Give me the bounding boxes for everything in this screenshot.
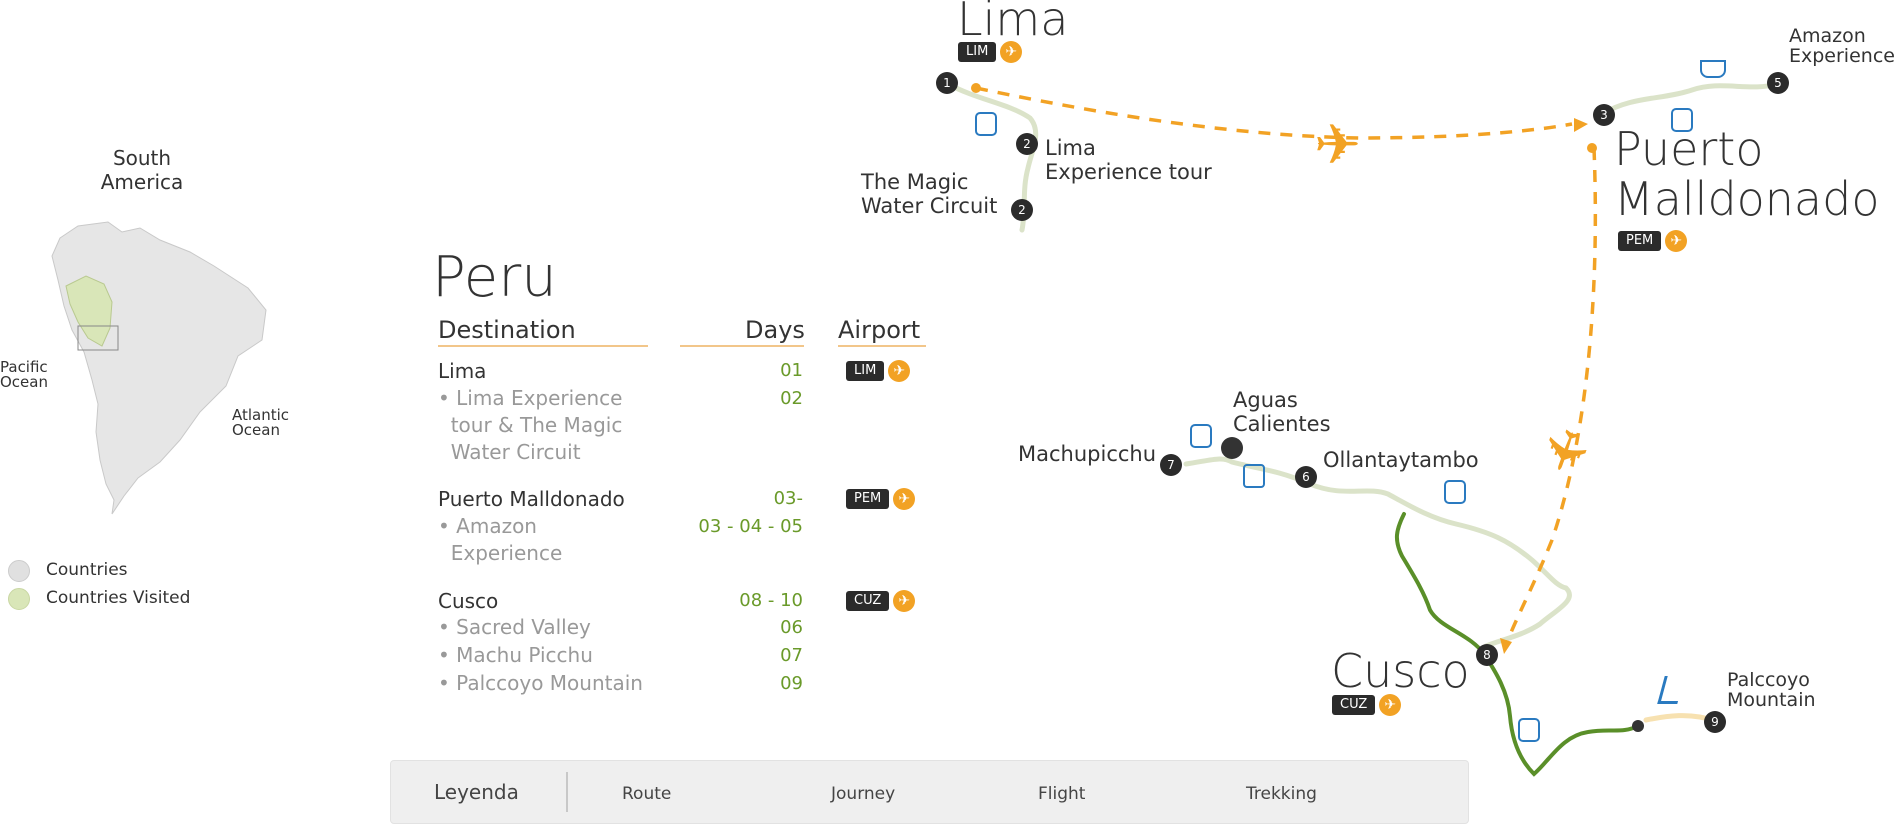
countries-label: Countries xyxy=(46,560,128,580)
pacific-ocean-label: Pacific Ocean xyxy=(0,358,48,391)
countries-swatch xyxy=(8,560,30,582)
airport-badge: LIM ✈ xyxy=(846,360,911,382)
stop-marker: 5 xyxy=(1767,72,1789,94)
train-icon xyxy=(1243,464,1265,488)
airport-code: CUZ xyxy=(1332,695,1376,715)
atlantic-ocean-label: Atlantic Ocean xyxy=(232,406,290,439)
route-line xyxy=(1395,512,1640,777)
stop-label: Machupicchu xyxy=(1018,442,1157,466)
city-badge-puerto: PEM ✈ xyxy=(1618,230,1688,252)
stop-marker: 3 xyxy=(1593,104,1615,126)
destination-name: Lima xyxy=(438,359,487,383)
bus-icon xyxy=(975,112,997,136)
legend-title: Leyenda xyxy=(434,780,519,804)
airport-badge: CUZ ✈ xyxy=(846,590,916,612)
destination-days: 03- xyxy=(773,488,803,509)
continent-title: South America xyxy=(100,146,184,194)
destination-days: 08 - 10 xyxy=(739,590,803,611)
bus-icon xyxy=(1671,108,1693,132)
legend-divider xyxy=(566,772,568,812)
flight-origin-dot xyxy=(971,83,981,93)
stop-marker: 2 xyxy=(1016,133,1038,155)
countries-visited-swatch xyxy=(8,588,30,610)
sub-destination-days: 09 xyxy=(780,673,803,694)
airport-code: LIM xyxy=(846,361,885,381)
stop-label: Palccoyo Mountain xyxy=(1727,669,1816,711)
sub-destination: • Lima Experience tour & The Magic Water… xyxy=(438,386,623,464)
city-badge-cusco: CUZ ✈ xyxy=(1332,694,1402,716)
airplane-icon: ✈ xyxy=(1379,694,1402,716)
route-legend-bar xyxy=(390,760,1469,824)
sub-destination: • Sacred Valley xyxy=(438,615,591,639)
trek-start-dot xyxy=(1632,720,1644,732)
sub-destination: • Machu Picchu xyxy=(438,643,593,667)
city-name-cusco: Cusco xyxy=(1331,644,1470,698)
stop-marker: 1 xyxy=(936,72,958,94)
legend-item-trekking: Trekking xyxy=(1246,784,1317,804)
flight-plane-icon: ✈ xyxy=(1314,113,1361,178)
airplane-icon: ✈ xyxy=(1000,41,1023,63)
flight-lines xyxy=(975,86,1598,647)
boat-icon xyxy=(1700,60,1726,78)
sub-destination-days: 03 - 04 - 05 xyxy=(698,516,803,537)
airport-code: PEM xyxy=(1618,231,1662,251)
stop-label: Amazon Experience xyxy=(1789,25,1895,67)
flight-arrowhead xyxy=(1500,638,1512,654)
airplane-icon: ✈ xyxy=(893,488,916,510)
stop-marker: 8 xyxy=(1476,644,1498,666)
aguas-calientes-dot xyxy=(1221,437,1243,459)
stop-marker: 2 xyxy=(1011,199,1033,221)
stop-label: Ollantaytambo xyxy=(1323,448,1479,472)
flight-origin-dot xyxy=(1587,143,1597,153)
sub-destination: • Amazon Experience xyxy=(438,514,563,565)
stop-marker: 9 xyxy=(1704,711,1726,733)
peru-zoom-box xyxy=(77,325,119,351)
stop-label: Aguas Calientes xyxy=(1233,388,1331,436)
sub-destination-days: 02 xyxy=(780,388,803,409)
stop-label: The Magic Water Circuit xyxy=(861,170,998,218)
stop-marker: 7 xyxy=(1160,454,1182,476)
header-underline xyxy=(680,345,804,347)
destination-name: Puerto Malldonado xyxy=(438,487,625,511)
airplane-icon: ✈ xyxy=(893,590,916,612)
legend-item-route: Route xyxy=(622,784,672,804)
header-underline xyxy=(438,345,648,347)
stop-label: Lima Experience tour xyxy=(1045,136,1212,184)
bus-icon xyxy=(1444,480,1466,504)
sub-destination: • Palccoyo Mountain xyxy=(438,671,643,695)
header-days: Days xyxy=(745,316,805,344)
bus-icon xyxy=(1518,718,1540,742)
header-airport: Airport xyxy=(838,316,921,344)
sub-destination-days: 06 xyxy=(780,617,803,638)
destination-name: Cusco xyxy=(438,589,499,613)
south-america-shape xyxy=(51,221,267,515)
header-underline xyxy=(838,345,926,347)
countries-visited-label: Countries Visited xyxy=(46,588,191,608)
airport-code: LIM xyxy=(958,42,997,62)
header-destination: Destination xyxy=(438,316,576,344)
bus-icon xyxy=(1190,424,1212,448)
airplane-icon: ✈ xyxy=(1665,230,1688,252)
airport-code: CUZ xyxy=(846,591,890,611)
airport-badge: PEM ✈ xyxy=(846,488,916,510)
legend-item-flight: Flight xyxy=(1038,784,1086,804)
flight-arrowhead xyxy=(1574,118,1588,132)
city-name-lima: Lima xyxy=(957,0,1069,46)
peru-highlight xyxy=(65,275,113,347)
stop-marker: 6 xyxy=(1295,466,1317,488)
city-badge-lima: LIM ✈ xyxy=(958,41,1023,63)
table-title: Peru xyxy=(432,245,557,310)
destination-days: 01 xyxy=(780,360,803,381)
airport-code: PEM xyxy=(846,489,890,509)
legend-item-journey: Journey xyxy=(831,784,896,804)
airplane-icon: ✈ xyxy=(888,360,911,382)
sub-destination-days: 07 xyxy=(780,645,803,666)
city-name-puerto: Puerto Malldonado xyxy=(1614,122,1880,226)
